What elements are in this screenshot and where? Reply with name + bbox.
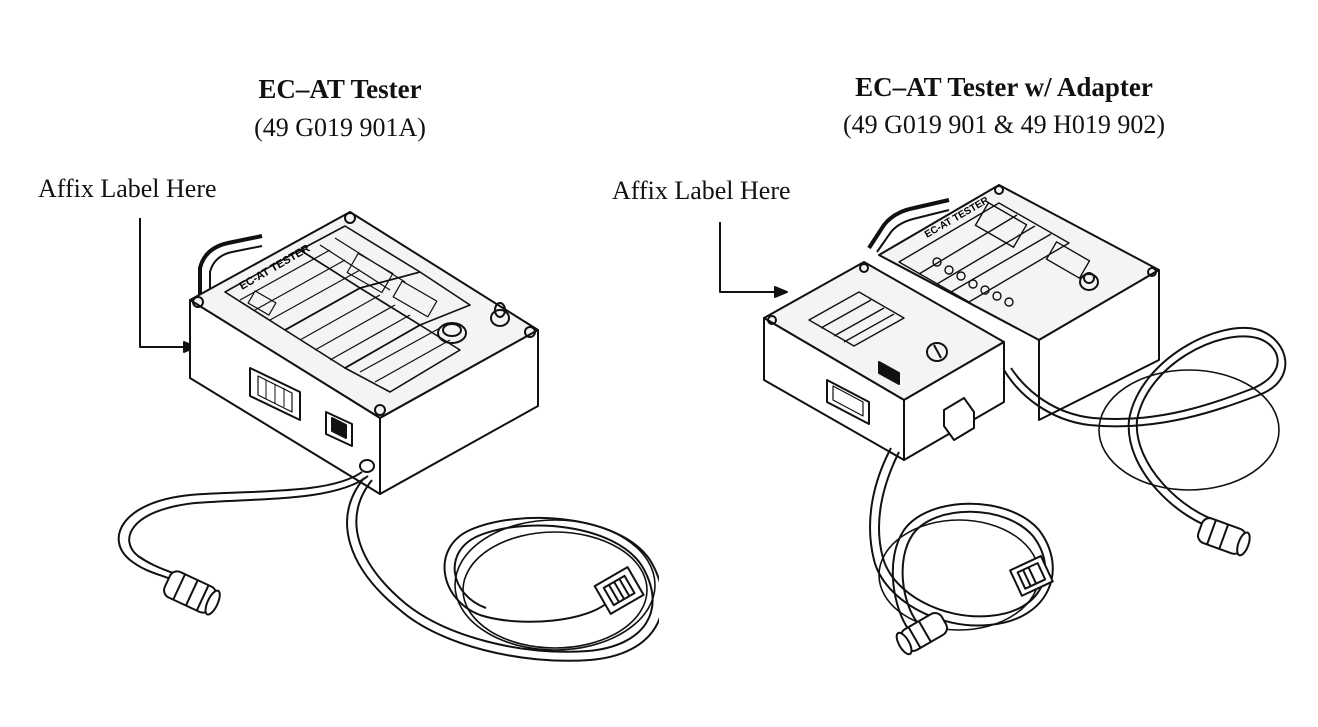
affix-label-callout: Affix Label Here xyxy=(612,176,791,205)
figure-ec-at-tester-with-adapter: EC–AT Tester w/ Adapter (49 G019 901 & 4… xyxy=(612,0,1318,727)
affix-label-callout: Affix Label Here xyxy=(38,174,217,203)
adapter-front-connector xyxy=(826,379,870,425)
round-connector xyxy=(163,570,221,616)
round-connector-lower xyxy=(895,612,948,656)
figure-ec-at-tester: EC–AT Tester (49 G019 901A) Affix Label … xyxy=(38,74,659,662)
ec-at-tester-with-adapter-illustration: EC-AT TESTER xyxy=(719,184,1287,656)
rotary-knob xyxy=(490,309,510,327)
square-connector xyxy=(1009,555,1054,597)
adapter-knob xyxy=(926,342,948,362)
callout-leader-line xyxy=(139,218,196,348)
figure-title: EC–AT Tester w/ Adapter xyxy=(855,72,1153,102)
adapter-side-connector xyxy=(943,397,975,441)
callout-arrowhead xyxy=(774,286,788,298)
adapter-toggle-switch xyxy=(878,361,900,385)
figure-part-number: (49 G019 901 & 49 H019 902) xyxy=(842,110,1166,139)
ec-at-tester-illustration: EC-AT TESTER xyxy=(117,211,659,662)
tester-side-face xyxy=(379,329,539,495)
power-switch xyxy=(325,411,353,447)
square-connector xyxy=(593,566,645,615)
front-connector xyxy=(249,367,301,421)
callout-leader-line xyxy=(719,222,787,293)
adapter-side-face xyxy=(903,341,1005,461)
figure-part-number: (49 G019 901A) xyxy=(254,113,426,142)
tester-side-face xyxy=(1038,269,1160,421)
round-connector xyxy=(1197,517,1251,557)
figure-title: EC–AT Tester xyxy=(258,74,422,104)
